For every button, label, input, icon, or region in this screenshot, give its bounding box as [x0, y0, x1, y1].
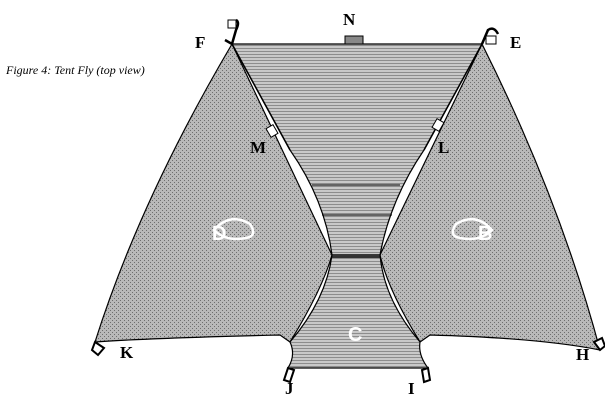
ridge-left — [231, 43, 291, 151]
tab-N — [344, 35, 364, 45]
corner-loop-H — [592, 336, 605, 352]
tab-M — [265, 123, 279, 139]
ridge-right — [423, 43, 483, 151]
corner-loop-I — [420, 366, 432, 384]
right-door-outline — [451, 217, 494, 241]
panel-mark-center: C — [348, 324, 362, 346]
corner-loop-J — [282, 366, 296, 384]
label-L: L — [438, 138, 449, 157]
label-H: H — [576, 345, 589, 364]
label-K: K — [120, 343, 134, 362]
corner-loop-E — [480, 27, 500, 45]
label-N: N — [343, 10, 356, 29]
left-door-outline — [212, 217, 255, 241]
corner-loop-F — [224, 18, 240, 46]
right-panel — [379, 42, 601, 351]
label-E: E — [510, 33, 521, 52]
panel-mark-left: D — [212, 223, 226, 245]
figure-caption: Figure 4: Tent Fly (top view) — [6, 63, 145, 77]
label-J: J — [285, 379, 294, 398]
tab-L — [431, 117, 445, 133]
label-F: F — [195, 33, 205, 52]
corner-loop-K — [90, 340, 106, 357]
label-I: I — [408, 379, 415, 398]
left-panel — [94, 42, 333, 343]
panel-mark-right: B — [478, 223, 492, 245]
label-M: M — [250, 138, 266, 157]
